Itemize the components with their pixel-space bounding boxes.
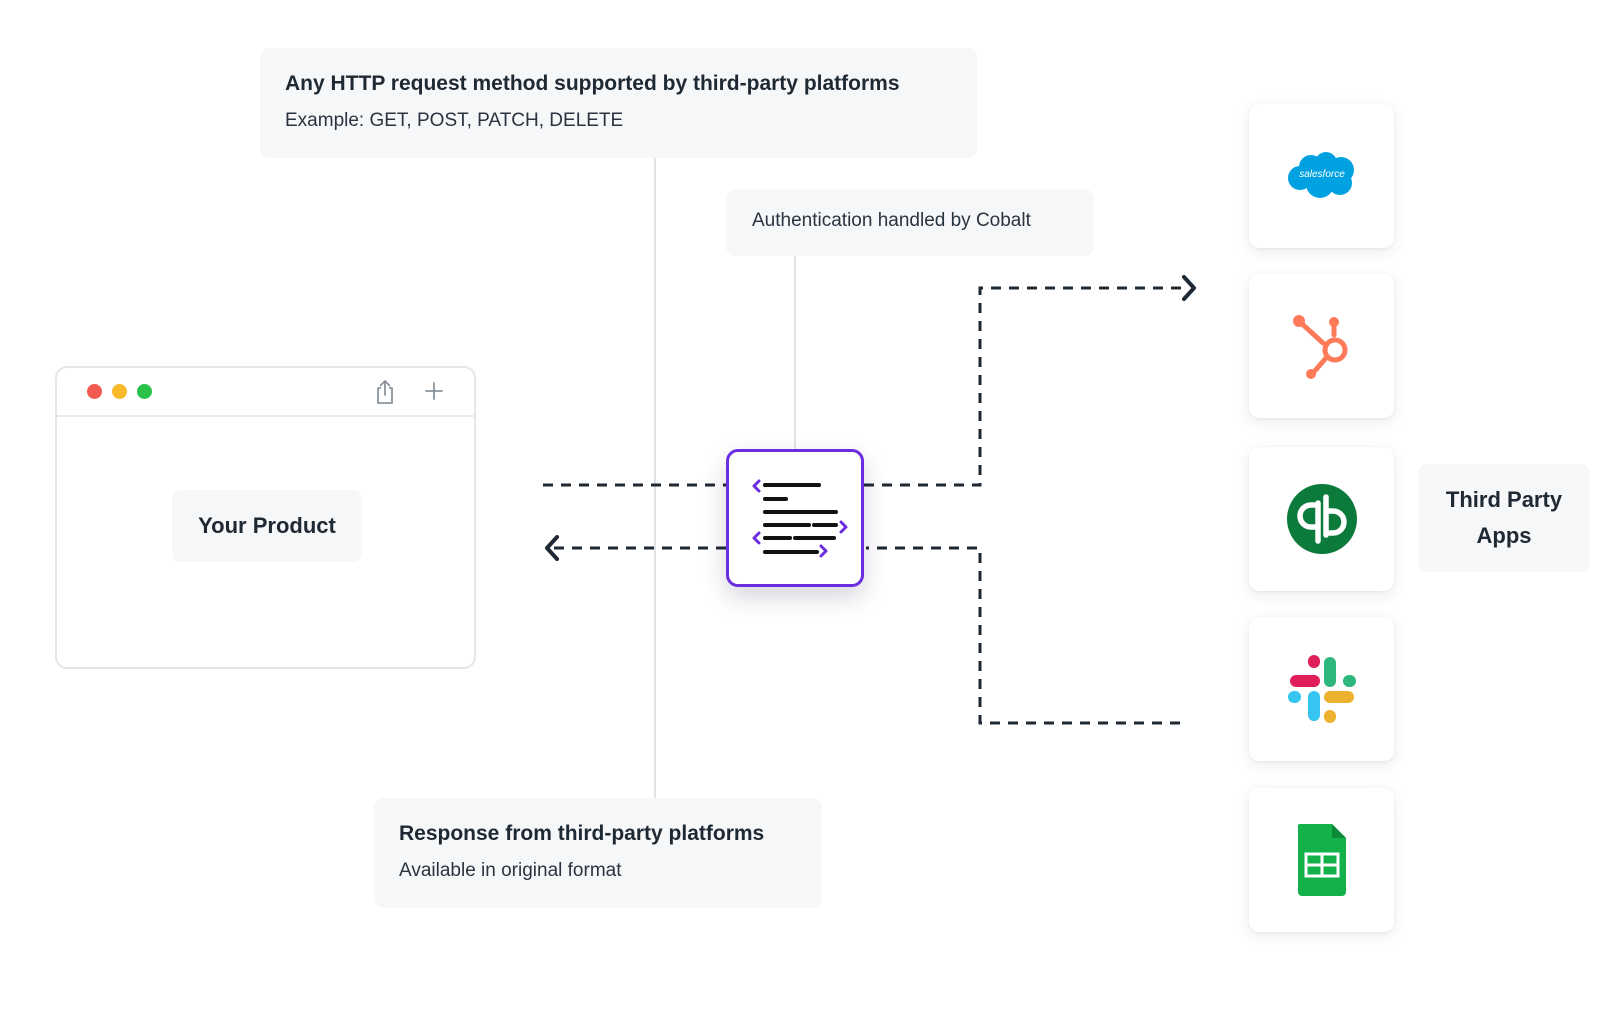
apps-to-hub-path (866, 546, 1180, 725)
salesforce-card[interactable]: salesforce (1249, 104, 1394, 248)
maximize-dot-icon[interactable] (137, 384, 152, 399)
product-window-titlebar (57, 368, 474, 417)
google-sheets-logo-icon (1297, 824, 1346, 896)
authentication-callout: Authentication handled by Cobalt (726, 189, 1094, 256)
request-to-apps-head (1182, 275, 1196, 301)
request-method-title: Any HTTP request method supported by thi… (285, 72, 900, 95)
response-title: Response from third-party platforms (399, 822, 765, 845)
google-sheets-card[interactable] (1249, 788, 1394, 932)
quickbooks-logo-icon (1286, 484, 1357, 554)
third-party-apps-label: Third Party Apps (1418, 464, 1590, 572)
salesforce-logo-text: salesforce (1299, 169, 1345, 180)
code-lines-icon (752, 479, 848, 558)
your-product-label: Your Product (172, 490, 362, 562)
hubspot-logo-icon (1292, 315, 1347, 379)
cobalt-hub (726, 449, 864, 587)
minimize-dot-icon[interactable] (112, 384, 127, 399)
salesforce-logo-icon: salesforce (1287, 152, 1354, 198)
slack-logo-icon (1287, 655, 1356, 723)
request-method-callout: Any HTTP request method supported by thi… (260, 48, 977, 158)
slack-card[interactable] (1249, 617, 1394, 761)
close-dot-icon[interactable] (87, 384, 102, 399)
authentication-text: Authentication handled by Cobalt (752, 210, 1031, 231)
response-subtitle: Available in original format (399, 860, 622, 881)
hubspot-card[interactable] (1249, 274, 1394, 418)
request-method-subtitle: Example: GET, POST, PATCH, DELETE (285, 110, 624, 131)
quickbooks-card[interactable] (1249, 447, 1394, 591)
third-party-apps-text: Third Party Apps (1445, 487, 1563, 548)
plus-icon[interactable] (423, 380, 445, 402)
response-arrow-head (545, 535, 559, 561)
product-window: Your Product (55, 366, 476, 669)
share-icon[interactable] (373, 378, 397, 406)
response-callout: Response from third-party platforms Avai… (374, 798, 822, 908)
request-to-apps-path (864, 286, 1185, 487)
